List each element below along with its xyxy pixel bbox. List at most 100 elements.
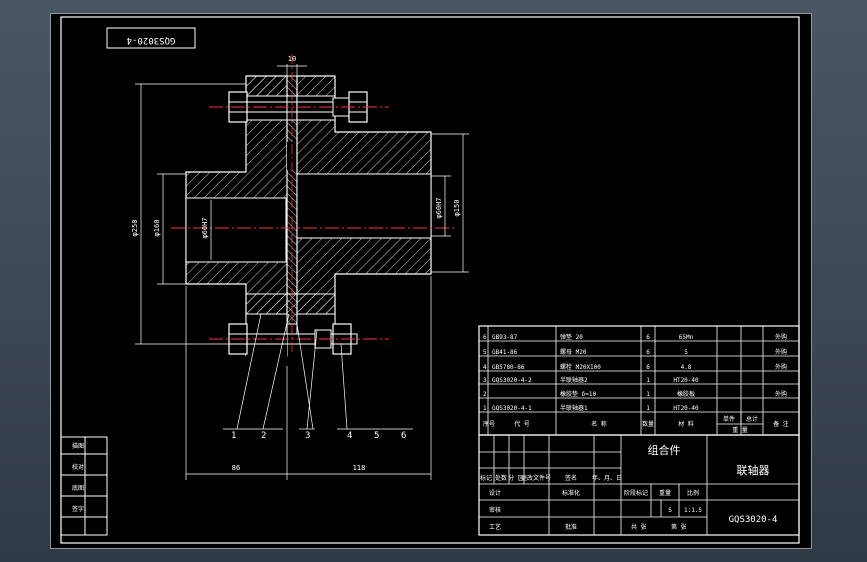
bill-of-materials — [478, 325, 800, 436]
bom-cell-note: 外购 — [775, 363, 787, 371]
role-process: 工艺 — [489, 523, 501, 531]
bom-cell-code: GB93-87 — [492, 334, 518, 341]
bom-header-total-weight: 总计 — [746, 415, 758, 423]
bore-right — [296, 173, 432, 239]
balloon-5: 5 — [374, 431, 379, 441]
bom-cell-no: 3 — [483, 377, 487, 384]
rev-label-zone: 分 区 — [508, 474, 524, 482]
side-label-sign: 签字 — [72, 505, 84, 513]
cad-drawing-canvas[interactable]: GQS3020-4 描图 校对 底图 签字 — [50, 13, 812, 549]
bom-cell-note: 外购 — [775, 390, 787, 398]
bom-cell-qty: 6 — [646, 349, 650, 356]
part-name: 联轴器 — [737, 463, 770, 477]
drawing-sheet: GQS3020-4 描图 校对 底图 签字 — [60, 16, 800, 544]
dim-hub-dia-left: φ160 — [153, 220, 161, 237]
bom-cell-material: 4.8 — [681, 364, 692, 371]
drawing-code-top: GQS3020-4 — [127, 35, 176, 45]
balloon-2: 2 — [261, 431, 266, 441]
part-balloons: 1 2 3 4 5 6 — [231, 431, 406, 441]
bom-header: 序号 代 号 名 称 数量 材 料 单件 总计 重 量 备 注 — [483, 415, 789, 434]
bom-cell-qty: 1 — [646, 391, 650, 398]
bom-cell-name: 半联轴器2 — [560, 376, 588, 384]
bore-left — [185, 197, 287, 263]
title-block — [478, 434, 800, 536]
total-sheets: 共 张 — [631, 523, 647, 531]
approve-label: 批准 — [565, 523, 577, 531]
side-label-trace: 描图 — [72, 442, 84, 450]
rev-label-date: 年、月、日 — [592, 474, 622, 482]
bom-cell-no: 2 — [483, 391, 487, 398]
bom-cell-name: 半联轴器1 — [560, 404, 588, 412]
drawing-number: GQS3020-4 — [729, 515, 778, 525]
bom-cell-code: GQS3020-4-2 — [492, 377, 532, 384]
bom-header-weight: 重 量 — [732, 426, 748, 434]
stage-mark-label: 阶段标记 — [624, 489, 648, 497]
bom-header-note: 备 注 — [773, 420, 789, 428]
bom-cell-name: 橡胶垫 δ=10 — [560, 390, 596, 398]
dim-bore-right: φ60H7 — [435, 197, 443, 218]
balloon-6: 6 — [401, 431, 406, 441]
bom-cell-material: HT20-40 — [673, 377, 699, 384]
bom-cell-no: 6 — [483, 334, 487, 341]
scale-value: 1:1.5 — [684, 507, 702, 514]
role-design: 设计 — [489, 489, 501, 497]
bom-cell-name: 螺母 M20 — [560, 348, 587, 356]
bom-cell-qty: 1 — [646, 377, 650, 384]
bom-header-code: 代 号 — [514, 420, 530, 428]
title-block-texts: 标记 处数 分 区 更改文件号 签名 年、月、日 设计 审核 工艺 标准化 批准… — [480, 443, 777, 531]
side-label-check: 校对 — [72, 463, 84, 471]
rev-label-doc: 更改文件号 — [521, 474, 551, 482]
sheet-number: 第 张 — [671, 523, 687, 531]
bom-cell-no: 1 — [483, 405, 487, 412]
dim-gap: 10 — [288, 55, 296, 63]
bom-header-name: 名 称 — [591, 420, 607, 428]
bom-header-qty: 数量 — [642, 420, 654, 428]
bom-cell-code: GB41-86 — [492, 349, 518, 356]
code-box-top — [106, 27, 196, 49]
dim-bore-left: φ60H7 — [201, 217, 209, 238]
bom-cell-code: GQS3020-4-1 — [492, 405, 532, 412]
bom-cell-material: 橡胶板 — [677, 390, 695, 398]
coupling-section-view[interactable] — [171, 54, 455, 364]
bolt-hole-top-right — [296, 95, 336, 121]
scale-label: 比例 — [687, 489, 699, 497]
bom-header-material: 材 料 — [678, 420, 694, 428]
balloon-4: 4 — [347, 431, 352, 441]
dimension-texts: 10 φ250 φ160 φ60H7 φ60H7 φ150 86 118 — [131, 55, 461, 472]
balloon-3: 3 — [305, 431, 310, 441]
stage-mark-value: S — [668, 507, 672, 514]
bom-cell-no: 4 — [483, 364, 487, 371]
side-signature-strip: 描图 校对 底图 签字 — [60, 436, 108, 536]
inner-border — [60, 16, 800, 544]
balloon-1: 1 — [231, 431, 236, 441]
bom-cell-note: 外购 — [775, 333, 787, 341]
bom-header-no: 序号 — [483, 420, 495, 428]
rev-label-count: 处数 — [495, 474, 507, 482]
bom-cell-qty: 1 — [646, 405, 650, 412]
side-label-base: 底图 — [72, 484, 84, 492]
bom-cell-material: 65Mn — [679, 334, 694, 341]
bom-cell-code: GB5780-86 — [492, 364, 525, 371]
rev-label-mark: 标记 — [480, 474, 492, 482]
bom-cell-material: HT20-40 — [673, 405, 699, 412]
bom-cell-no: 5 — [483, 349, 487, 356]
rev-label-sign: 签名 — [565, 474, 577, 482]
standardize-label: 标准化 — [562, 489, 580, 497]
bom-cell-material: 5 — [684, 349, 688, 356]
dim-hub-dia-right: φ150 — [453, 200, 461, 217]
bolt-hole-top-left — [245, 95, 288, 121]
bom-header-unit-weight: 单件 — [723, 415, 735, 423]
bom-cell-note: 外购 — [775, 348, 787, 356]
assembly-type: 组合件 — [648, 443, 681, 457]
bom-cell-name: 螺栓 M20X100 — [560, 363, 601, 371]
dim-outer-dia: φ250 — [131, 220, 139, 237]
dimensions — [135, 64, 469, 480]
bom-cell-qty: 6 — [646, 334, 650, 341]
bom-cell-qty: 6 — [646, 364, 650, 371]
bom-cell-name: 弹垫 20 — [560, 333, 583, 341]
dim-length-right: 118 — [353, 464, 366, 472]
dim-length-left: 86 — [232, 464, 240, 472]
weight-label: 重量 — [659, 489, 671, 497]
role-review: 审核 — [489, 506, 501, 514]
